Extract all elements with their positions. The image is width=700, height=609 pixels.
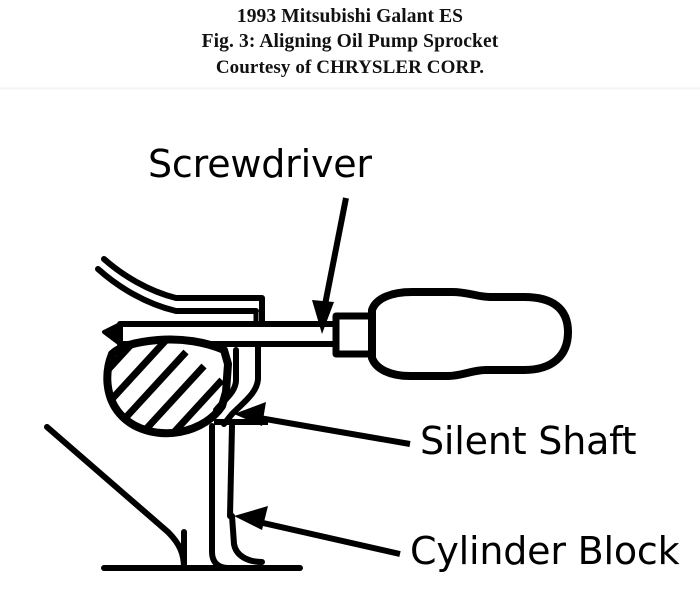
figure-canvas: Screwdriver Silent Shaft Cylinder Block <box>0 92 700 609</box>
callout-label-cylinder-block: Cylinder Block <box>410 529 680 573</box>
title-block: 1993 Mitsubishi Galant ES Fig. 3: Aligni… <box>0 4 700 81</box>
silent-shaft-body <box>213 341 261 427</box>
cylinder-block-wall <box>209 423 265 571</box>
page-title-courtesy: Courtesy of CHRYSLER CORP. <box>215 57 485 78</box>
timing-cover-lip-inner <box>95 266 259 314</box>
page-title-vehicle: 1993 Mitsubishi Galant ES <box>236 6 464 27</box>
engine-block-outline <box>44 424 303 571</box>
page-title-figure-caption: Fig. 3: Aligning Oil Pump Sprocket <box>201 31 499 52</box>
callout-label-screwdriver: Screwdriver <box>148 142 372 186</box>
screwdriver-ferrule <box>332 312 376 358</box>
callout-cylinder-block: Cylinder Block <box>234 506 680 573</box>
callout-label-silent-shaft: Silent Shaft <box>420 419 636 463</box>
callout-screwdriver: Screwdriver <box>148 142 373 334</box>
header-divider <box>0 87 700 90</box>
timing-cover-lip <box>101 256 265 301</box>
callout-silent-shaft: Silent Shaft <box>234 402 637 463</box>
technical-diagram: Screwdriver Silent Shaft Cylinder Block <box>44 142 680 573</box>
screwdriver-handle <box>368 288 572 380</box>
